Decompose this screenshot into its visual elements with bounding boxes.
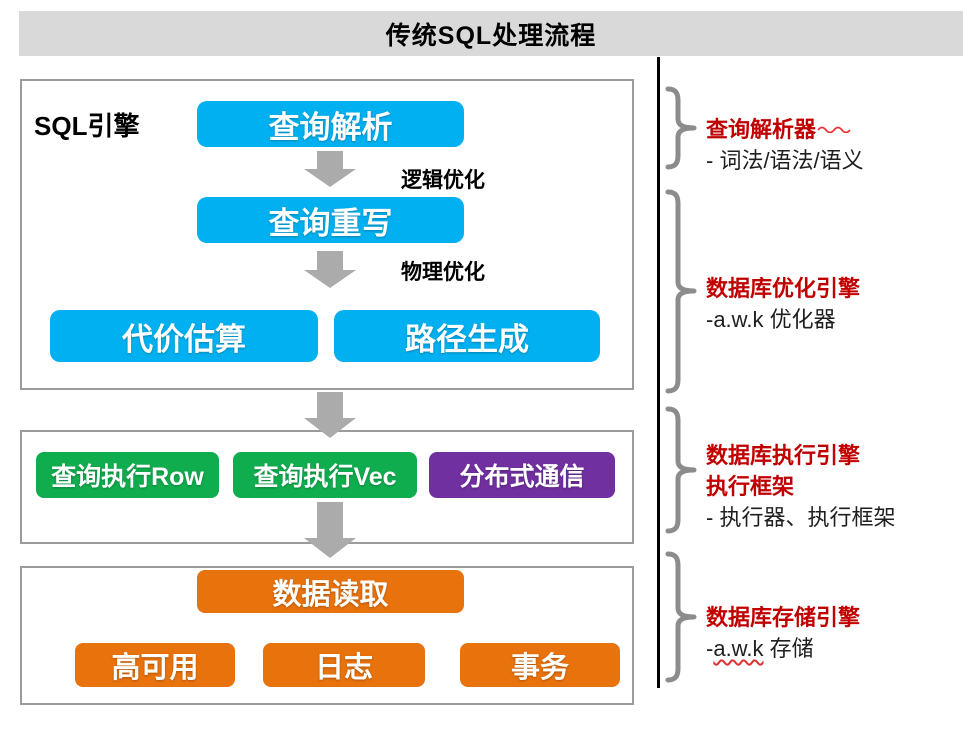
node-query-exec-vec: 查询执行Vec	[233, 452, 417, 498]
annotation-executor-detail: - 执行器、执行框架	[706, 505, 896, 530]
annotation-optimizer-detail: -a.w.k 优化器	[706, 307, 836, 332]
title-bar: 传统SQL处理流程	[19, 11, 963, 56]
label-physical-optimization: 物理优化	[401, 261, 485, 284]
annotation-optimizer: 数据库优化引擎 -a.w.k 优化器	[706, 273, 860, 335]
node-data-read: 数据读取	[197, 570, 464, 613]
node-high-availability: 高可用	[75, 643, 235, 687]
curly-brace-icon-executor	[663, 406, 703, 534]
arrow-down-icon-optimizer-to-executor	[304, 392, 356, 438]
node-log: 日志	[263, 643, 425, 687]
arrow-down-icon-executor-to-storage	[304, 502, 356, 558]
annotation-storage-detail: -a.w.k 存储	[706, 636, 814, 661]
node-path-generation: 路径生成	[334, 310, 600, 362]
node-distributed-comm: 分布式通信	[429, 452, 615, 498]
node-query-parse: 查询解析	[197, 101, 464, 147]
curly-brace-icon-parser	[663, 86, 703, 170]
squiggle-icon	[817, 110, 855, 141]
annotation-parser-heading: 查询解析器	[706, 110, 864, 145]
divider-line	[657, 57, 660, 688]
curly-brace-icon-storage	[663, 551, 703, 683]
annotation-storage: 数据库存储引擎 -a.w.k 存储	[706, 602, 860, 664]
arrow-down-icon-rewrite-to-cost	[304, 251, 356, 288]
curly-brace-icon-optimizer	[663, 189, 703, 394]
node-query-exec-row: 查询执行Row	[36, 452, 219, 498]
annotation-executor-heading2: 执行框架	[706, 474, 795, 499]
node-cost-estimation: 代价估算	[50, 310, 318, 362]
arrow-down-icon-parse-to-rewrite	[304, 151, 356, 187]
node-query-rewrite: 查询重写	[197, 197, 464, 243]
label-logical-optimization: 逻辑优化	[401, 169, 485, 192]
annotation-executor: 数据库执行引擎 执行框架 - 执行器、执行框架	[706, 440, 895, 533]
sql-engine-label: SQL引擎	[34, 111, 140, 141]
annotation-storage-heading: 数据库存储引擎	[706, 605, 861, 630]
node-transaction: 事务	[460, 643, 620, 687]
page-title: 传统SQL处理流程	[385, 21, 597, 50]
annotation-optimizer-heading: 数据库优化引擎	[706, 276, 861, 301]
annotation-parser: 查询解析器 - 词法/语法/语义	[706, 110, 864, 176]
annotation-executor-heading: 数据库执行引擎	[706, 443, 861, 468]
annotation-parser-detail: - 词法/语法/语义	[706, 148, 864, 173]
